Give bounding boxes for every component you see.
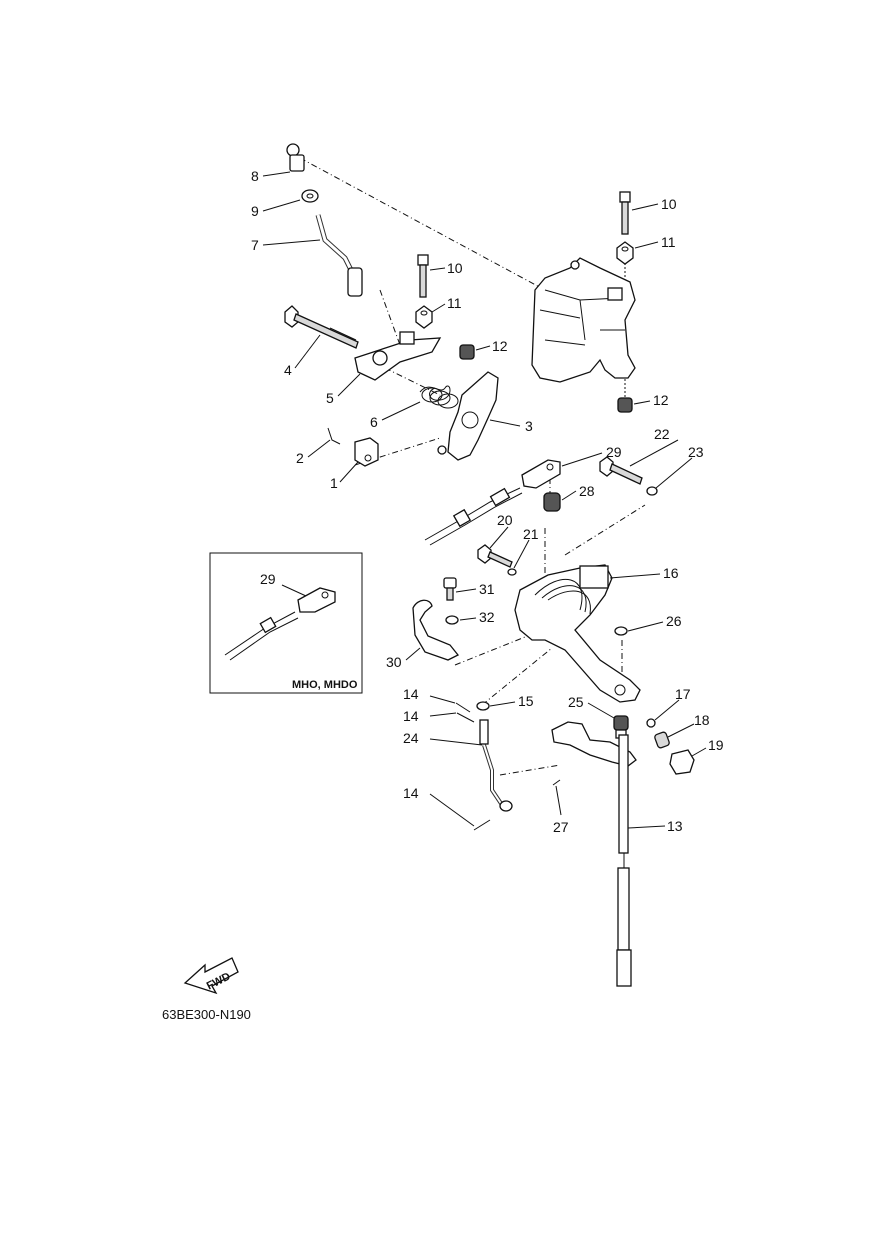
callout-numbers: 1 2 3 4 5 6 7 8 9 10 10 11 11 12 12 13 1… — [251, 168, 724, 835]
callout-29-main: 29 — [606, 444, 622, 460]
callout-25: 25 — [568, 694, 584, 710]
callout-22: 22 — [654, 426, 670, 442]
part-12-bushing-left — [459, 344, 475, 360]
part-14-pin-c — [473, 819, 491, 831]
part-9-washer — [301, 189, 319, 203]
part-4-bolt — [284, 305, 359, 349]
callout-14-c: 14 — [403, 785, 419, 801]
callout-12-right: 12 — [653, 392, 669, 408]
part-32-washer — [445, 615, 459, 625]
part-7-rod — [315, 214, 363, 297]
callout-23: 23 — [688, 444, 704, 460]
inset-caption: MHO, MHDO — [292, 679, 358, 691]
part-31-bolt — [443, 577, 457, 601]
part-5-lever — [354, 331, 442, 381]
control-cable — [424, 459, 561, 546]
callout-16: 16 — [663, 565, 679, 581]
part-2-clip — [327, 427, 341, 445]
part-23-washer — [646, 486, 658, 496]
part-16-bracket — [514, 564, 641, 703]
callout-19: 19 — [708, 737, 724, 753]
part-14-pin-b — [456, 712, 475, 723]
part-22-bolt — [599, 456, 643, 485]
part-26-washer — [614, 626, 628, 636]
callout-10-left: 10 — [447, 260, 463, 276]
part-1-block — [354, 437, 379, 467]
callout-4: 4 — [284, 362, 292, 378]
callout-20: 20 — [497, 512, 513, 528]
diagram-code: 63BE300-N190 — [162, 1007, 251, 1022]
callout-26: 26 — [666, 613, 682, 629]
part-28-collar — [543, 492, 561, 512]
callout-1: 1 — [330, 475, 338, 491]
callout-6: 6 — [370, 414, 378, 430]
callout-27: 27 — [553, 819, 569, 835]
callout-5: 5 — [326, 390, 334, 406]
callout-18: 18 — [694, 712, 710, 728]
callout-10-right: 10 — [661, 196, 677, 212]
callout-21: 21 — [523, 526, 539, 542]
callout-15: 15 — [518, 693, 534, 709]
engine-bracket — [531, 257, 636, 383]
part-18-grommet — [654, 731, 670, 749]
callout-8: 8 — [251, 168, 259, 184]
callout-28: 28 — [579, 483, 595, 499]
callout-9: 9 — [251, 203, 259, 219]
part-11-nut-left — [415, 305, 433, 329]
part-10-bolt-left — [417, 254, 429, 298]
callout-32: 32 — [479, 609, 495, 625]
part-3-cam-plate — [437, 371, 499, 461]
callout-31: 31 — [479, 581, 495, 597]
part-19-cap — [669, 749, 695, 775]
part-24-link-rod — [479, 719, 513, 812]
inset-box — [209, 552, 363, 694]
callout-12-left: 12 — [492, 338, 508, 354]
callout-24: 24 — [403, 730, 419, 746]
part-12-bushing-right — [617, 397, 633, 413]
callout-3: 3 — [525, 418, 533, 434]
part-30-clamp — [412, 599, 460, 661]
callout-14-b: 14 — [403, 708, 419, 724]
part-11-nut-right — [616, 241, 634, 265]
callout-11-right: 11 — [661, 234, 676, 250]
part-25-bushing — [613, 715, 629, 739]
part-20-bolt — [477, 544, 513, 568]
part-8-clip — [286, 143, 305, 172]
callout-17: 17 — [675, 686, 691, 702]
fwd-arrow-icon: FWD — [183, 957, 239, 995]
callout-7: 7 — [251, 237, 259, 253]
part-15-washer — [476, 701, 490, 711]
callout-14-a: 14 — [403, 686, 419, 702]
callout-30: 30 — [386, 654, 402, 670]
callout-11-left: 11 — [447, 295, 462, 311]
callout-13: 13 — [667, 818, 683, 834]
callout-29-inset: 29 — [260, 571, 276, 587]
part-13-shift-rod — [616, 734, 632, 987]
part-14-pin-a — [455, 702, 471, 713]
part-10-bolt-right — [619, 191, 631, 235]
part-27-shift-arm — [551, 721, 637, 786]
part-6-spring — [419, 385, 459, 409]
leader-lines — [262, 171, 707, 829]
part-17-seal — [646, 718, 656, 728]
callout-2: 2 — [296, 450, 304, 466]
part-21-washer — [507, 568, 517, 576]
